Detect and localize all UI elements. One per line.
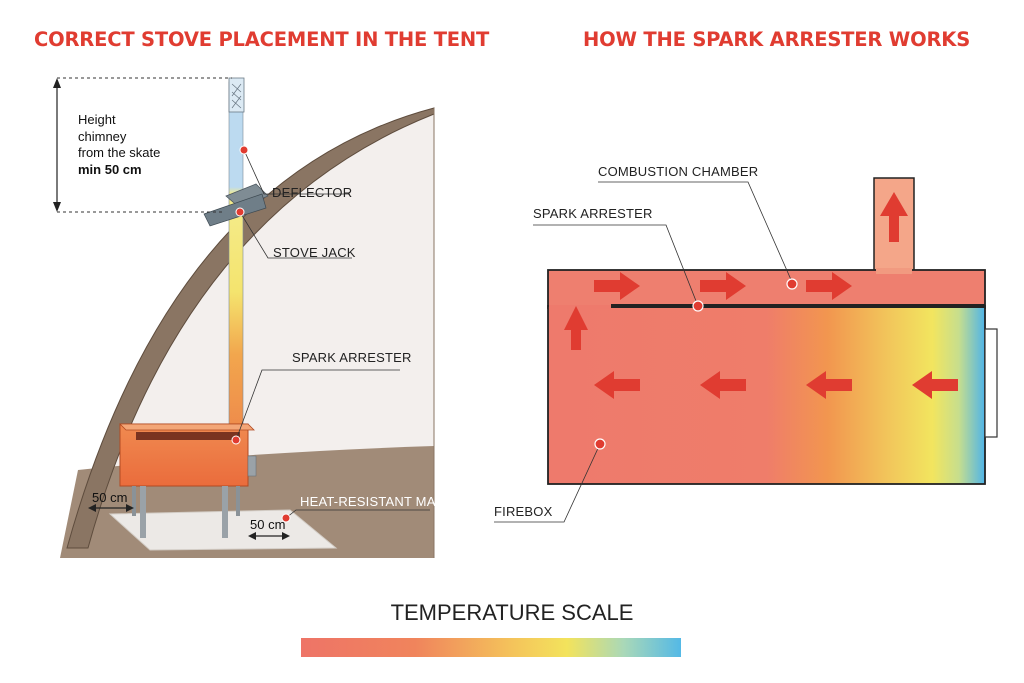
- dim-front-clearance: 50 cm: [250, 517, 286, 532]
- marker-firebox: [594, 438, 606, 450]
- arrow-right-1: [594, 272, 640, 300]
- label-stove-jack: STOVE JACK: [273, 245, 356, 260]
- label-spark-arrester-right: SPARK ARRESTER: [533, 206, 653, 221]
- marker-spark-arrester: [231, 435, 241, 445]
- chimney-mesh: [231, 83, 242, 109]
- temperature-scale-bar: [301, 638, 681, 657]
- tent-diagram: [53, 77, 435, 558]
- flow-arrows: [564, 192, 958, 399]
- marker-deflector: [239, 145, 249, 155]
- height-note-line2: chimney: [78, 128, 127, 144]
- firebox-door: [984, 328, 998, 438]
- chimney-height-note: Height chimney from the skate min 50 cm: [78, 112, 160, 178]
- arrow-up-chimney: [880, 192, 908, 242]
- arrow-left-4: [912, 371, 958, 399]
- dim-arrow-front: [248, 532, 290, 540]
- height-note-line1: Height: [78, 112, 116, 127]
- chimney-pipe: [228, 81, 244, 433]
- heading-spark-arrester: HOW THE SPARK ARRESTER WORKS: [583, 28, 971, 51]
- spark-arrester-diagram: [494, 177, 998, 523]
- arrow-up-left: [564, 306, 588, 350]
- arrow-left-1: [594, 371, 640, 399]
- heading-stove-placement: CORRECT STOVE PLACEMENT IN THE TENT: [34, 28, 490, 51]
- label-heat-resistant-mat: HEAT-RESISTANT MAT: [300, 494, 443, 509]
- tent-wall: [66, 107, 435, 549]
- dim-side-clearance: 50 cm: [92, 490, 128, 505]
- label-firebox: FIREBOX: [494, 504, 553, 519]
- marker-spark-arrester-plate: [692, 300, 704, 312]
- label-combustion-chamber: COMBUSTION CHAMBER: [598, 164, 759, 179]
- label-deflector: DEFLECTOR: [272, 185, 353, 200]
- dim-arrow-side: [88, 504, 134, 512]
- stove-jack-flashing: [203, 193, 267, 227]
- stove: [119, 423, 257, 538]
- height-note-line3: from the skate: [78, 145, 161, 160]
- marker-heat-mat: [281, 513, 291, 523]
- temperature-scale-title: TEMPERATURE SCALE: [390, 600, 634, 625]
- height-note-line4: min 50 cm: [78, 161, 142, 177]
- firebox: [547, 305, 986, 485]
- arrow-right-2: [700, 272, 746, 300]
- arrow-left-2: [700, 371, 746, 399]
- arrow-right-3: [806, 272, 852, 300]
- marker-combustion-chamber: [786, 278, 798, 290]
- label-spark-arrester-left: SPARK ARRESTER: [292, 350, 412, 365]
- marker-stove-jack: [235, 207, 245, 217]
- arrow-left-3: [806, 371, 852, 399]
- chimney-cap: [228, 77, 245, 113]
